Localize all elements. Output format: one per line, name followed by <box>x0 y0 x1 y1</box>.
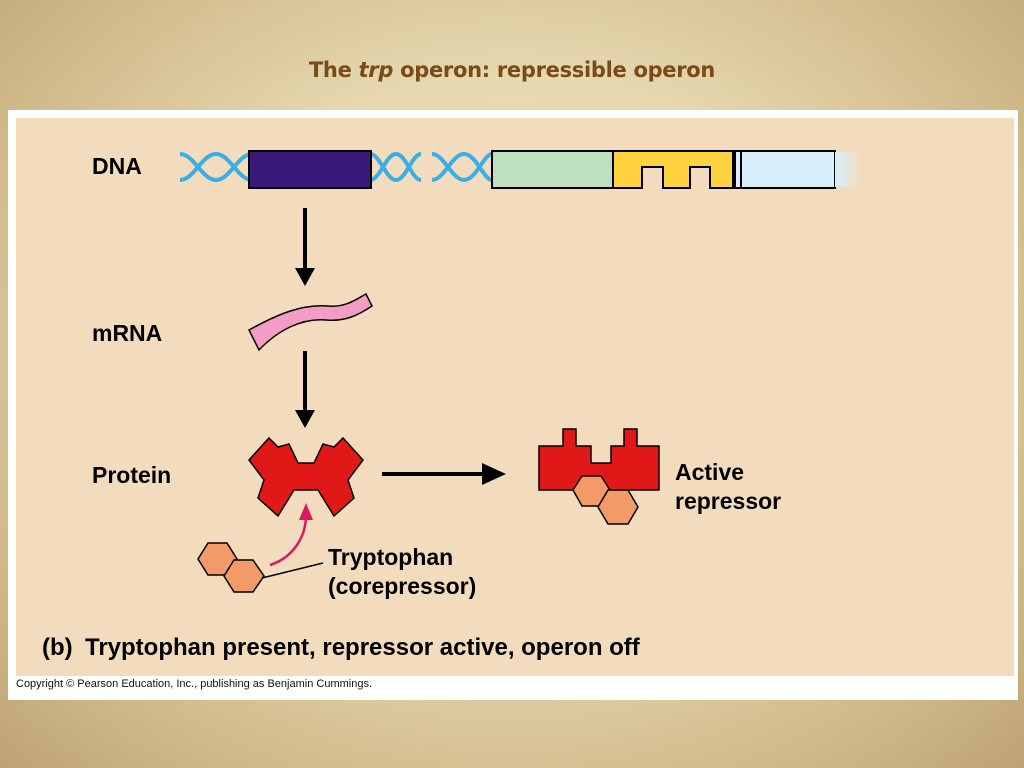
trp-gene-yellow-segment <box>612 150 734 189</box>
slide-title: The trp operon: repressible operon <box>0 58 1024 82</box>
caption-text: Tryptophan present, repressor active, op… <box>85 634 641 661</box>
bound-tryptophan-ring-2 <box>597 489 639 525</box>
active-repressor-protein <box>538 428 660 491</box>
mrna-label: mRNA <box>92 320 162 346</box>
mrna-strand <box>248 292 373 352</box>
active-repressor-label-line2: repressor <box>675 488 781 514</box>
title-suffix: operon: repressible operon <box>393 58 716 82</box>
dna-label: DNA <box>92 153 142 179</box>
trp-gene-light-segment <box>734 150 836 189</box>
dna-helix-middle <box>369 151 493 183</box>
active-repressor-label-line1: Active <box>675 459 744 485</box>
operon-diagram: DNA mRNA <box>42 150 861 661</box>
trp-operon-figure: DNA mRNA <box>16 118 1014 676</box>
trp-gene-fade <box>835 152 861 187</box>
repressor-gene-segment <box>248 150 372 189</box>
figure-panel: DNA mRNA <box>8 110 1018 700</box>
tryptophan-leader-line <box>261 562 324 579</box>
tryptophan-ring-2 <box>223 559 265 593</box>
transcription-arrowhead <box>295 268 315 286</box>
figure-caption: (b) Tryptophan present, repressor active… <box>42 634 641 661</box>
corepressor-binding-arrow <box>269 514 308 567</box>
repressor-activation-arrowhead <box>482 463 506 485</box>
copyright-notice: Copyright © Pearson Education, Inc., pub… <box>16 678 373 690</box>
title-italic: trp <box>358 58 394 82</box>
dna-helix-left <box>179 151 253 183</box>
translation-arrowhead <box>295 410 315 428</box>
promoter-operator-segment <box>491 150 614 189</box>
tryptophan-label-line2: (corepressor) <box>328 573 476 599</box>
inactive-repressor-protein <box>248 436 364 518</box>
title-prefix: The <box>308 58 359 82</box>
tryptophan-label-line1: Tryptophan <box>328 544 453 570</box>
protein-label: Protein <box>92 462 171 488</box>
caption-tag: (b) <box>42 634 73 661</box>
corepressor-binding-arrowhead <box>299 503 313 520</box>
